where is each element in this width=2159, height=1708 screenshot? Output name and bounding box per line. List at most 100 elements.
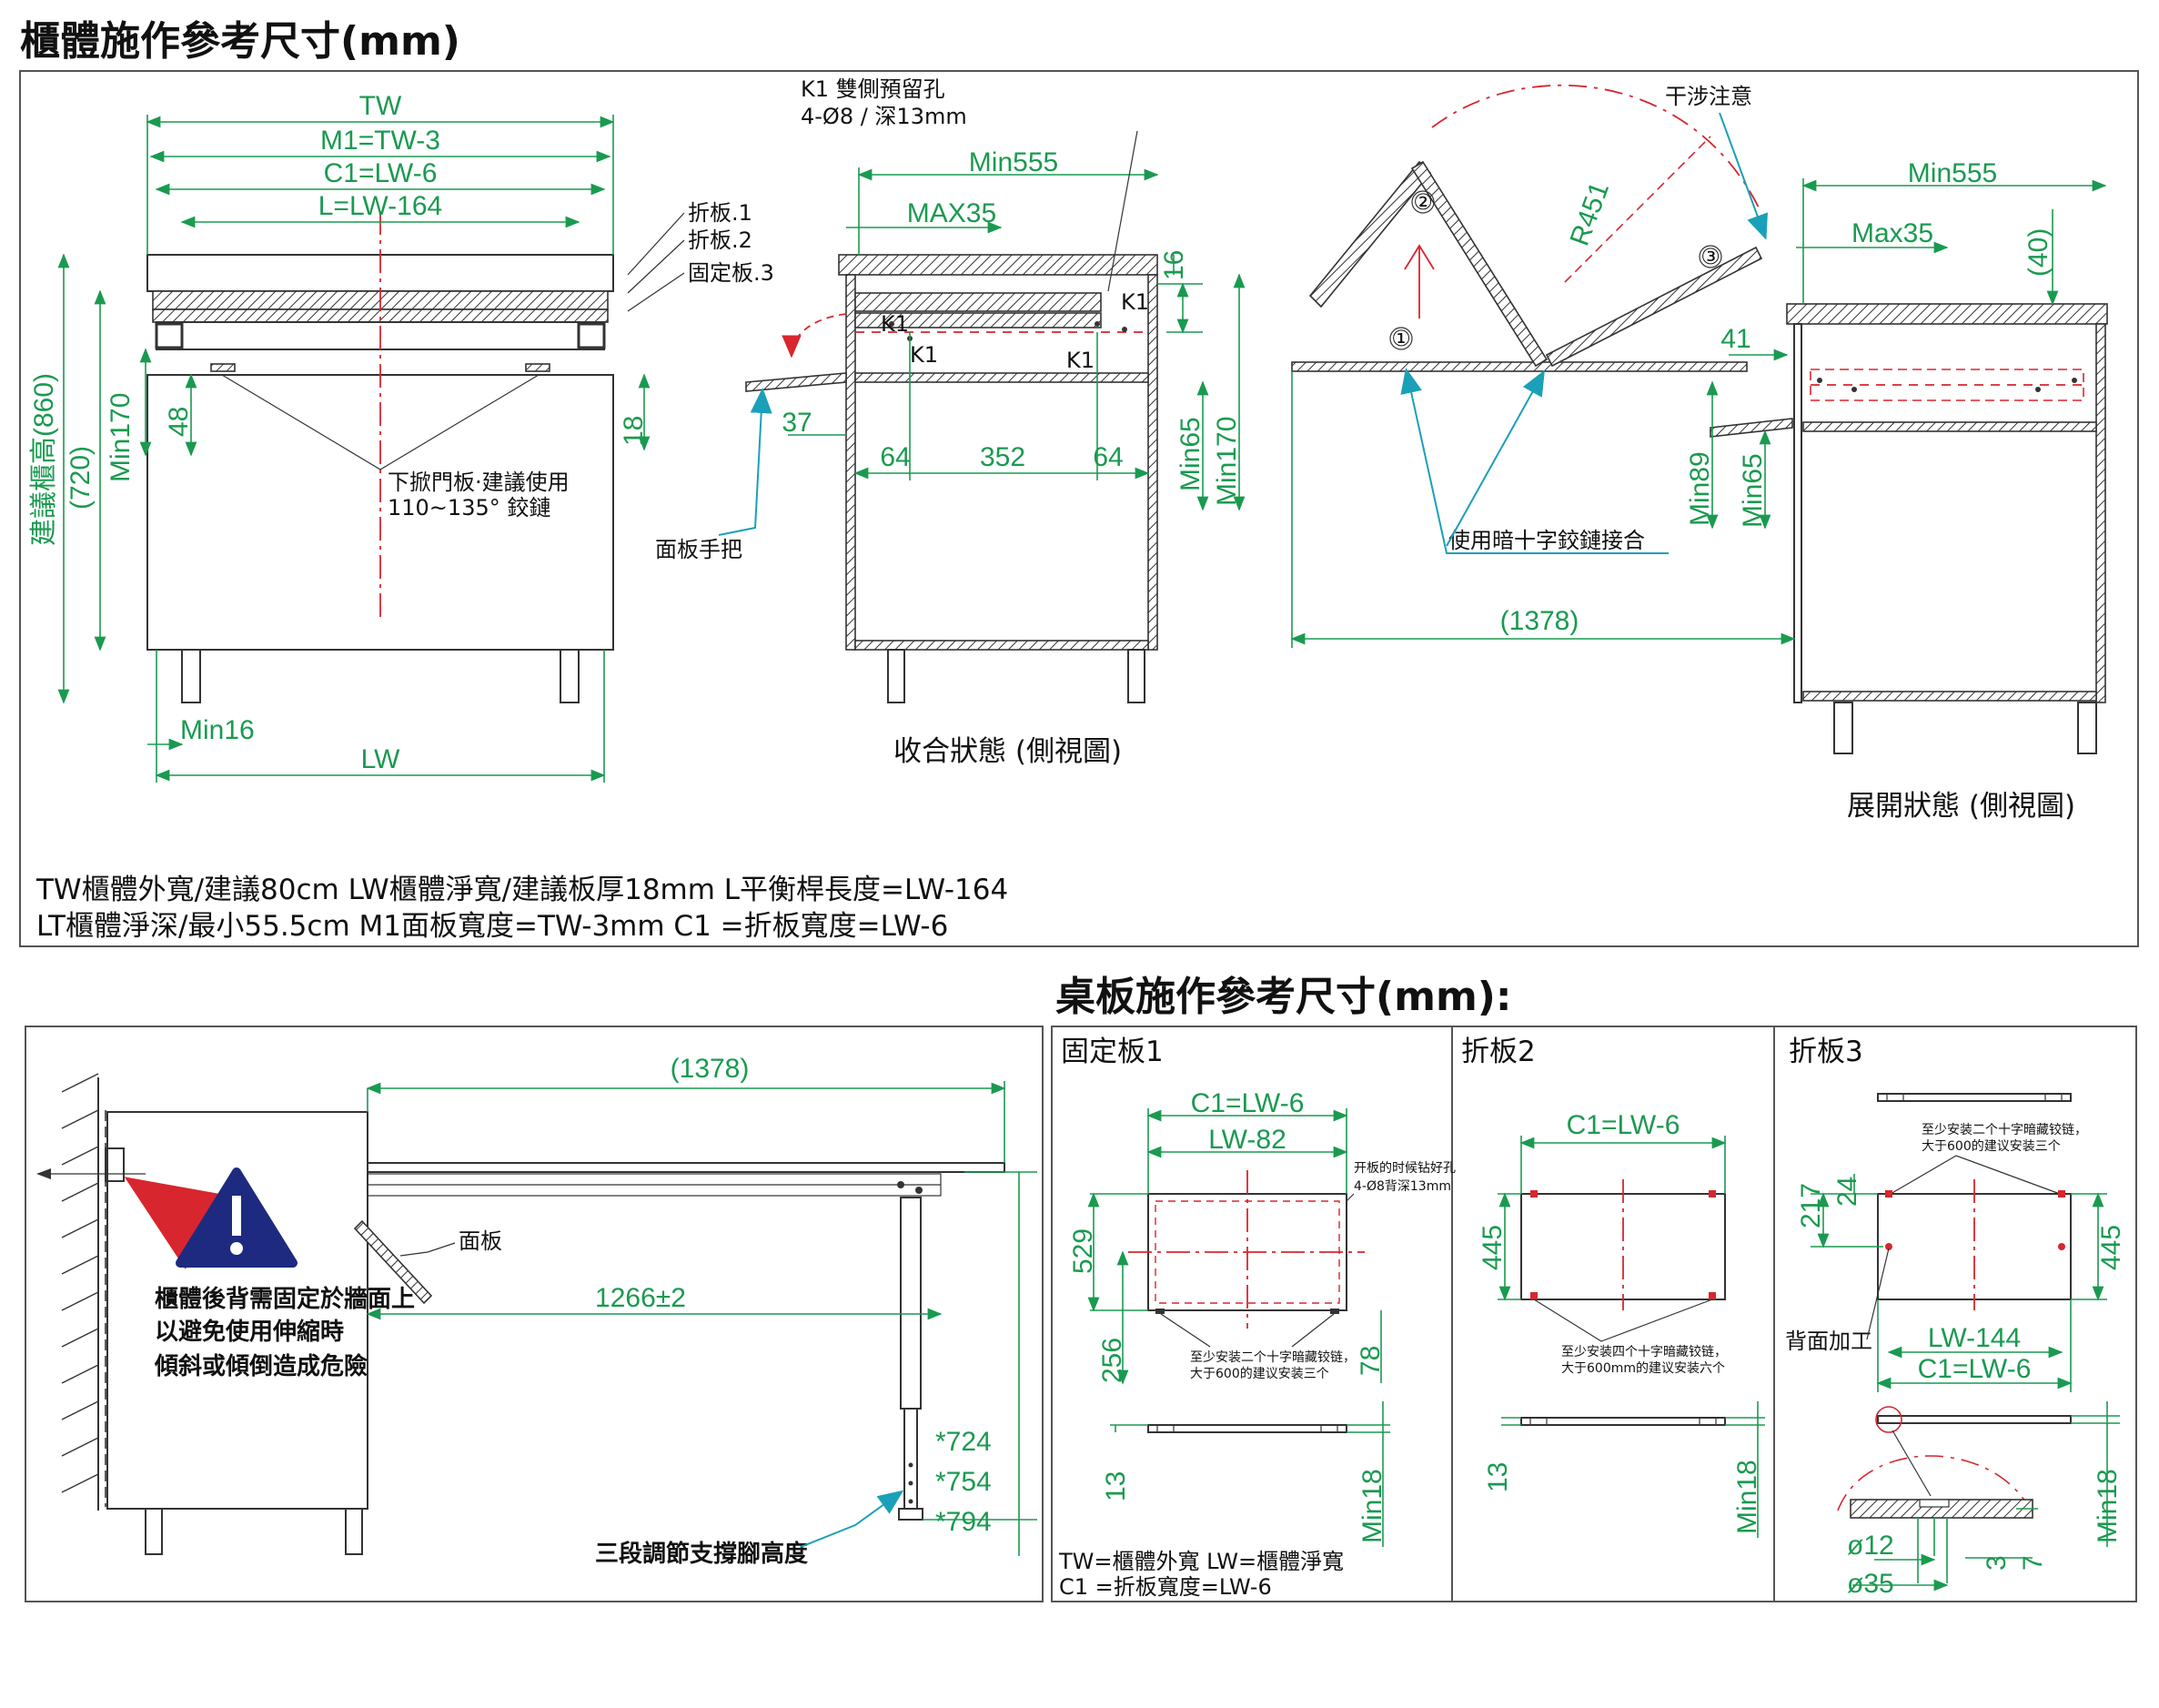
circle-2: ② (1413, 189, 1433, 215)
b3-dim-lw144: LW-144 (1928, 1323, 2021, 1353)
b3-dim-c1: C1=LW-6 (1918, 1354, 2032, 1384)
note-line-2: LT櫃體淨深/最小55.5cm M1面板寬度=TW-3mm C1 =折板寬度=L… (36, 910, 948, 943)
dim-min170-side: Min170 (1212, 417, 1242, 506)
install-view: 櫃體後背需固定於牆面上 以避免使用伸縮時 傾斜或傾倒造成危險 面板 (1378)… (36, 1054, 1037, 1568)
label-interference: 干涉注意 (1665, 84, 1752, 109)
dim-h860: 建議櫃高(860) (29, 373, 59, 546)
board3-view: 折板3 至少安装二个十字暗藏铰链， 大于600的建议安装三个 217 24 44… (1785, 1036, 2126, 1599)
dim-m1: M1=TW-3 (320, 126, 440, 156)
label-panel: 面板 (459, 1228, 502, 1254)
board1-view: 固定板1 C1=LW-6 LW-82 529 256 78 开板的时候钻好孔 4… (1058, 1036, 1456, 1600)
dim-d18: 18 (619, 416, 649, 446)
circle-1: ① (1391, 326, 1411, 351)
dim-max35-open: Max35 (1851, 218, 1933, 248)
board1-title: 固定板1 (1061, 1036, 1164, 1068)
side-open-view: ① ② ③ 干涉注意 R451 使用暗十字鉸鏈接合 Min555 Max35 (… (1290, 84, 2108, 823)
label-hinge-1: 下掀門板·建議使用 (388, 470, 570, 495)
cabinet-title: 櫃體施作參考尺寸(mm) (20, 18, 460, 65)
b1-dim-lw82: LW-82 (1208, 1125, 1286, 1155)
dim-d64a: 64 (880, 442, 910, 472)
dim-min555: Min555 (969, 147, 1058, 177)
dim-lw: LW (361, 744, 400, 774)
b1-dim-d529: 529 (1068, 1228, 1098, 1274)
dim-d64b: 64 (1093, 442, 1123, 472)
b2-hinge-1: 至少安装四个十字暗藏铰链， (1561, 1345, 1727, 1359)
b3-back-label: 背面加工 (1785, 1329, 1872, 1354)
dim-d41: 41 (1720, 324, 1750, 354)
dim-d1378-open: (1378) (1500, 606, 1579, 636)
b3-hinge-1: 至少安装二个十字暗藏铰链， (1922, 1123, 2087, 1137)
b3-dim-d7: 7 (2018, 1555, 2048, 1571)
install-frame (25, 1026, 1044, 1602)
k1-note-1: K1 雙側預留孔 (801, 76, 945, 102)
label-hinge-2: 110~135° 鉸鏈 (388, 495, 550, 520)
b3-dim-d217: 217 (1796, 1183, 1826, 1228)
b3-dim-d445: 445 (2096, 1225, 2126, 1270)
label-handle: 面板手把 (655, 537, 742, 562)
dim-min170: Min170 (106, 393, 136, 482)
b1-foot-1: TW=櫃體外寬 LW=櫃體淨寬 (1058, 1549, 1344, 1574)
warn-line-1: 櫃體後背需固定於牆面上 (155, 1285, 415, 1313)
dim-min65: Min65 (1175, 417, 1206, 491)
label-hidden-hinge: 使用暗十字鉸鏈接合 (1448, 528, 1645, 553)
dim-d48: 48 (164, 407, 194, 437)
dim-min555-open: Min555 (1908, 158, 1997, 188)
caption-open: 展開狀態 (側視圖) (1847, 790, 2075, 823)
board2-view: 折板2 C1=LW-6 445 至少安装四个十字暗藏铰链， 大于600mm的建议… (1461, 1036, 1765, 1538)
dim-h720: (720) (66, 446, 96, 510)
desk-title: 桌板施作參考尺寸(mm): (1055, 974, 1512, 1020)
k1-label-a: K1 (881, 311, 909, 337)
k1-label-d: K1 (1121, 289, 1149, 315)
label-fold2: 折板.2 (688, 227, 752, 253)
circle-3: ③ (1700, 244, 1720, 269)
k1-label-b: K1 (910, 342, 938, 368)
dim-d40: (40) (2023, 228, 2053, 277)
b1-hinge-1: 至少安装二个十字暗藏铰链， (1190, 1350, 1356, 1365)
arrow-icon (124, 1177, 234, 1269)
warn-line-3: 傾斜或傾倒造成危險 (154, 1352, 368, 1380)
b1-drill-2: 4-Ø8背深13mm (1354, 1179, 1451, 1194)
b3-dim-d35: ø35 (1847, 1569, 1894, 1599)
label-fixed3: 固定板.3 (688, 260, 774, 286)
caption-closed: 收合狀態 (側視圖) (893, 735, 1122, 768)
dim-max35: MAX35 (907, 198, 996, 228)
b3-dim-min18: Min18 (2093, 1469, 2123, 1543)
warn-line-2: 以避免使用伸縮時 (155, 1318, 344, 1346)
b3-dim-d3: 3 (1982, 1555, 2012, 1571)
b1-hinge-2: 大于600的建议安装三个 (1190, 1367, 1329, 1381)
b2-dim-d13: 13 (1483, 1462, 1513, 1492)
note-line-1: TW櫃體外寬/建議80cm LW櫃體淨寬/建議板厚18mm L平衡桿長度=LW-… (35, 874, 1008, 906)
dim-h724: *724 (935, 1427, 992, 1457)
cabinet-frame (19, 70, 2139, 947)
dim-min16: Min16 (180, 715, 255, 745)
b2-hinge-2: 大于600mm的建议安装六个 (1561, 1361, 1725, 1376)
dim-min89: Min89 (1685, 451, 1715, 526)
b1-dim-d78: 78 (1356, 1346, 1386, 1376)
b2-dim-d445: 445 (1478, 1225, 1508, 1270)
dim-tw: TW (359, 91, 402, 121)
boards-frame (1051, 1026, 2137, 1602)
label-leg: 三段調節支撐腳高度 (595, 1540, 808, 1568)
dim-c1: C1=LW-6 (324, 158, 438, 188)
warning-triangle-icon (176, 1167, 298, 1268)
board2-title: 折板2 (1461, 1036, 1536, 1068)
dim-min65-open: Min65 (1738, 453, 1768, 528)
dim-d16: 16 (1159, 250, 1189, 280)
k1-note-2: 4-Ø8 / 深13mm (801, 104, 967, 129)
b1-dim-d13: 13 (1101, 1471, 1131, 1501)
b1-drill-1: 开板的时候钻好孔 (1354, 1161, 1456, 1176)
k1-label-c: K1 (1066, 348, 1095, 373)
dim-h754: *754 (935, 1467, 992, 1497)
b3-dim-d24: 24 (1832, 1177, 1862, 1207)
dim-l: L=LW-164 (318, 191, 442, 221)
dim-d37: 37 (782, 408, 812, 438)
b1-foot-2: C1 =折板寬度=LW-6 (1059, 1574, 1272, 1600)
dim-d1266: 1266±2 (595, 1283, 686, 1313)
dim-d1378-install: (1378) (671, 1054, 750, 1084)
dim-d352: 352 (980, 442, 1025, 472)
label-fold1: 折板.1 (688, 200, 752, 226)
b1-dim-c1: C1=LW-6 (1191, 1088, 1305, 1118)
front-view: TW M1=TW-3 C1=LW-6 L=LW-164 Min16 LW 建議櫃… (29, 91, 774, 783)
b2-dim-c1: C1=LW-6 (1567, 1110, 1680, 1140)
